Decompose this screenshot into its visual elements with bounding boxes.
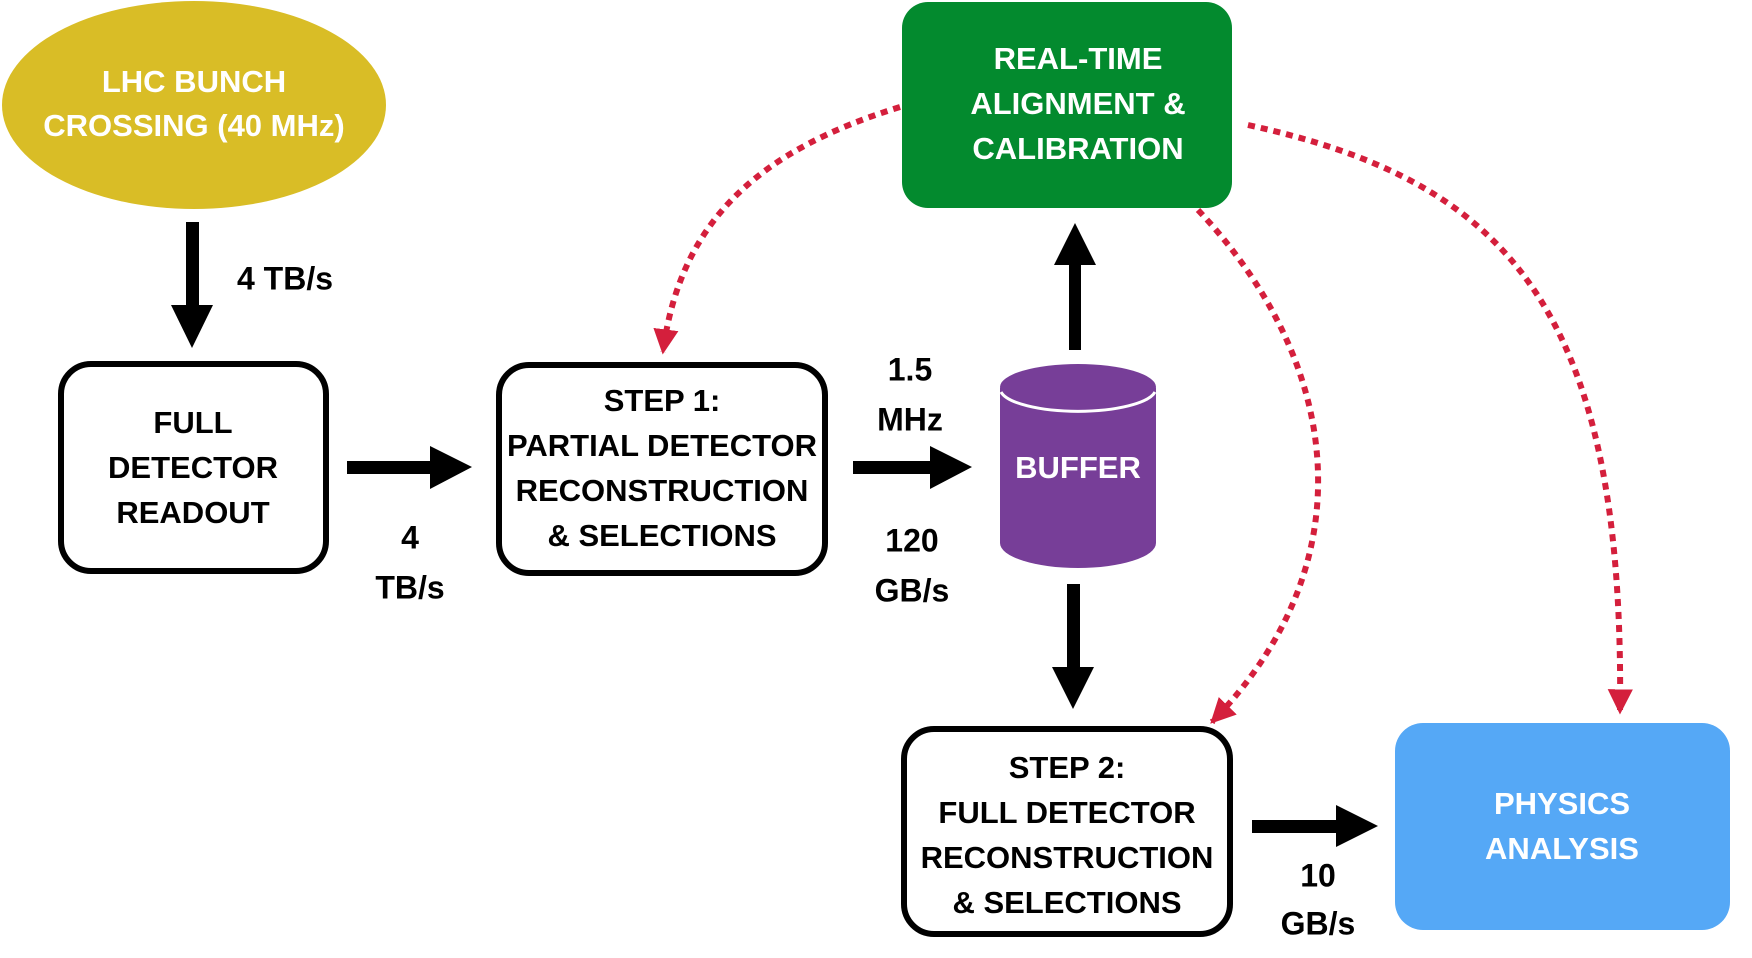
- crossing-line-1: LHC BUNCH: [102, 64, 286, 99]
- alignment-line-2: ALIGNMENT &: [970, 86, 1185, 121]
- node-readout: FULL DETECTOR READOUT: [58, 361, 329, 574]
- node-step2: STEP 2: FULL DETECTOR RECONSTRUCTION & S…: [901, 726, 1233, 937]
- arrow-head: [1054, 223, 1096, 265]
- buffer-label: BUFFER: [1015, 450, 1141, 485]
- edge-crossing-to-readout: 4 TB/s: [171, 222, 333, 348]
- physics-line-1: PHYSICS: [1494, 786, 1630, 821]
- arrow-shaft: [1067, 584, 1080, 670]
- readout-line-1: FULL: [153, 405, 232, 440]
- alignment-line-3: CALIBRATION: [972, 131, 1183, 166]
- buffer-top: [1000, 364, 1156, 410]
- edge-step1-to-buffer: 1.5 MHz 120 GB/s: [853, 351, 972, 608]
- edge-alignment-to-step1: [653, 104, 901, 355]
- node-step1: STEP 1: PARTIAL DETECTOR RECONSTRUCTION …: [496, 362, 828, 576]
- edge-label-step2-physics-1: 10: [1300, 857, 1336, 893]
- alignment-line-1: REAL-TIME: [994, 41, 1163, 76]
- step1-shape: [496, 362, 828, 576]
- step1-line-3: RECONSTRUCTION: [516, 473, 809, 508]
- node-crossing: LHC BUNCH CROSSING (40 MHz): [2, 1, 386, 209]
- edge-label-step2-physics-2: GB/s: [1281, 905, 1356, 941]
- readout-shape: [58, 361, 329, 574]
- edge-alignment-to-step2: [1195, 207, 1322, 725]
- step2-line-1: STEP 2:: [1009, 750, 1126, 785]
- edge-label-step1-buffer-top-1: 1.5: [888, 351, 932, 387]
- buffer-rim: [999, 391, 1157, 413]
- arrow-shaft: [347, 461, 432, 474]
- step2-shape: [901, 726, 1233, 937]
- step2-line-4: & SELECTIONS: [952, 885, 1181, 920]
- node-alignment: REAL-TIME ALIGNMENT & CALIBRATION: [902, 2, 1232, 208]
- step2-line-2: FULL DETECTOR: [938, 795, 1195, 830]
- crossing-shape: [2, 1, 386, 209]
- node-buffer: BUFFER: [999, 364, 1157, 568]
- arrow-shaft: [186, 222, 199, 306]
- arrow-head: [430, 446, 472, 489]
- edge-label-step1-buffer-bottom-1: 120: [885, 522, 938, 558]
- arrow-head: [171, 305, 213, 348]
- physics-shape: [1395, 723, 1730, 930]
- step1-line-1: STEP 1:: [604, 383, 721, 418]
- readout-line-3: READOUT: [116, 495, 269, 530]
- alignment-shape: [902, 2, 1232, 208]
- arrow-shaft: [853, 461, 933, 474]
- arrow-head: [1052, 667, 1094, 709]
- physics-line-2: ANALYSIS: [1485, 831, 1639, 866]
- arrow-head: [1336, 805, 1378, 847]
- buffer-body: [1000, 388, 1156, 568]
- edge-label-readout-step1-2: TB/s: [375, 569, 444, 605]
- edge-readout-to-step1: 4 TB/s: [347, 446, 472, 605]
- step1-line-2: PARTIAL DETECTOR: [507, 428, 817, 463]
- step1-line-4: & SELECTIONS: [547, 518, 776, 553]
- edge-label-readout-step1-1: 4: [401, 519, 419, 555]
- step2-line-3: RECONSTRUCTION: [921, 840, 1214, 875]
- readout-line-2: DETECTOR: [108, 450, 278, 485]
- edge-alignment-to-physics: [1247, 122, 1633, 715]
- arrow-shaft: [1069, 262, 1081, 350]
- edge-label-step1-buffer-bottom-2: GB/s: [875, 572, 950, 608]
- edge-step2-to-physics: 10 GB/s: [1252, 805, 1378, 941]
- arrow-shaft: [1252, 820, 1338, 833]
- edge-label-step1-buffer-top-2: MHz: [877, 401, 943, 437]
- arrow-head: [930, 446, 972, 489]
- crossing-line-2: CROSSING (40 MHz): [43, 108, 344, 143]
- edge-label-crossing-readout: 4 TB/s: [237, 260, 333, 296]
- edge-buffer-to-alignment: [1054, 223, 1096, 350]
- node-physics: PHYSICS ANALYSIS: [1395, 723, 1730, 930]
- edge-buffer-to-step2: [1052, 584, 1094, 709]
